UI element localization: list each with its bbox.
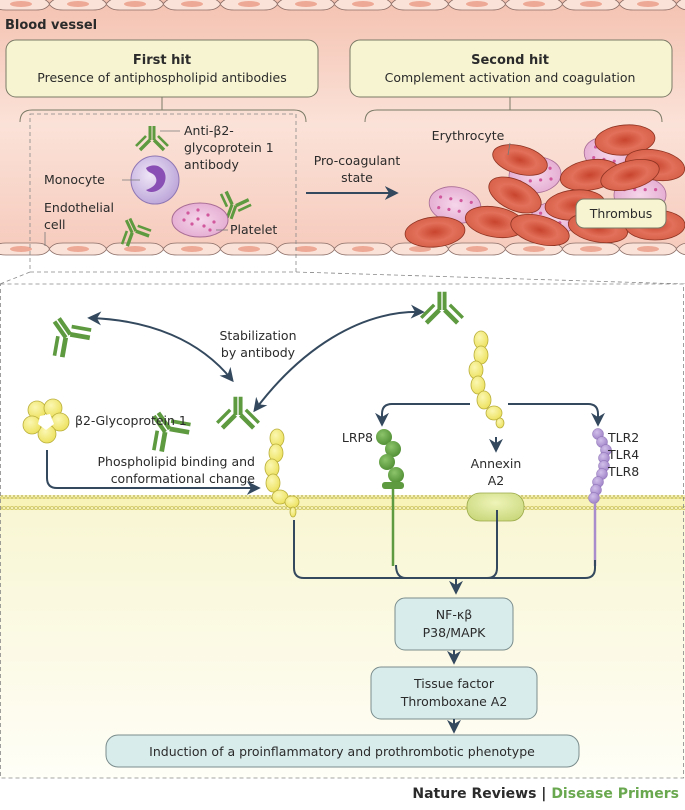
thrombus-label-box: Thrombus [575,198,667,229]
blood-vessel-title: Blood vessel [5,18,97,33]
endothelial-cell [105,0,165,11]
thromboxane-label: Thromboxane A2 [400,694,508,709]
first-hit-subtitle: Presence of antiphospholipid antibodies [37,70,286,85]
endothelial-cell [504,0,564,11]
first-hit-heading: First hit [133,53,191,68]
endothelial-cell [48,242,108,256]
stabilization-arrow-left [87,311,234,383]
thrombus-cluster [404,124,685,248]
annexin-label-line1: Annexin [471,456,522,471]
beta2-glycoprotein-ring [22,398,70,444]
second-hit-box: Second hit Complement activation and coa… [349,39,673,123]
erythrocyte-cell [594,124,656,156]
erythrocyte-cell [488,176,542,214]
endothelial-cell [276,0,336,11]
endothelial-cell [219,242,279,256]
endothelial-cell [333,242,393,256]
lrp8-receptor [376,429,404,566]
series-name: Disease Primers [551,786,679,802]
erythrocyte-cell [600,159,660,191]
publisher-name: Nature Reviews [412,786,537,802]
tlr8-label: TLR8 [607,464,639,479]
endothelial-cell [447,0,507,11]
antibody-label-line2: glycoprotein 1 [184,140,274,155]
endothelial-cell [162,0,222,11]
p38-mapk-label: P38/MAPK [423,625,487,640]
annexin-label-line2: A2 [488,473,505,488]
second-hit-subtitle: Complement activation and coagulation [385,70,636,85]
second-hit-heading: Second hit [471,53,549,68]
stabilization-label-line1: Stabilization [219,328,296,343]
arrow-to-tlr [508,403,605,427]
endothelial-cell [333,0,393,11]
procoagulant-label-line2: state [341,170,373,185]
cascade-box-phenotype: Induction of a proinflammatory and proth… [105,734,580,768]
annexin-a2-protein [466,492,525,522]
thrombus-label: Thrombus [589,206,653,221]
endothelial-cell [561,0,621,11]
erythrocyte-label: Erythrocyte [432,128,505,143]
phospholipid-label-line1: Phospholipid binding and [98,454,255,469]
tlr-receptor [588,428,612,566]
footer-separator: | [536,786,552,802]
phenotype-label: Induction of a proinflammatory and proth… [149,744,535,759]
endothelial-cell [219,0,279,11]
endothelial-cell [162,242,222,256]
endothelial-cell [561,242,621,256]
beta2-glycoprotein-label: β2-Glycoprotein 1 [75,413,187,428]
platelet-cell [171,202,229,238]
blood-vessel-panel: Blood vessel First hit Presence of antip… [0,0,685,273]
stabilization-arrow-right [253,304,425,413]
endothelial-cell [0,242,51,256]
cascade-box-nfkb: NF-κβ P38/MAPK [394,597,514,651]
endothelial-label-line2: cell [44,217,66,232]
zoom-region-box [29,113,297,273]
lrp8-label: LRP8 [342,430,373,445]
stabilization-label-line2: by antibody [221,345,296,360]
tlr2-label: TLR2 [607,430,639,445]
monocyte-cell [122,155,180,205]
beta2-glycoprotein-chain-left [264,428,300,518]
cellular-mechanism-panel: Stabilization by antibody β2-Glycoprotei… [0,283,685,779]
endothelial-cell [0,0,51,11]
erythrocyte-cell [492,144,548,176]
zoom-detail-box [0,283,684,779]
endothelial-cell [105,242,165,256]
endothelial-cell [618,0,678,11]
endothelial-cell [618,242,678,256]
signal-converge-lines [293,510,596,595]
beta2-glycoprotein-chain-right [468,330,505,429]
procoagulant-label-line1: Pro-coagulant [314,153,401,168]
antibody-label-line1: Anti-β2- [184,123,234,138]
antibody-label-line3: antibody [184,157,239,172]
tissue-factor-label: Tissue factor [413,676,495,691]
phospholipid-binding-arrow [46,450,261,495]
tlr4-label: TLR4 [607,447,639,462]
cell-membrane [0,495,685,510]
endothelial-cell [447,242,507,256]
endothelial-label-line1: Endothelial [44,200,114,215]
endothelial-cell [48,0,108,11]
platelet-label: Platelet [230,222,277,237]
first-hit-box: First hit Presence of antiphospholipid a… [5,39,319,123]
phospholipid-label-line2: conformational change [111,471,256,486]
erythrocyte-cell [404,216,466,248]
arrow-to-lrp8 [375,403,470,427]
endothelial-cell [390,0,450,11]
endothelial-cell [276,242,336,256]
monocyte-label: Monocyte [44,172,105,187]
nfkb-label: NF-κβ [436,607,472,622]
erythrocyte-cell [510,214,570,246]
cascade-box-tissue-factor: Tissue factor Thromboxane A2 [370,666,538,720]
footer-credit: Nature Reviews | Disease Primers [412,786,679,802]
